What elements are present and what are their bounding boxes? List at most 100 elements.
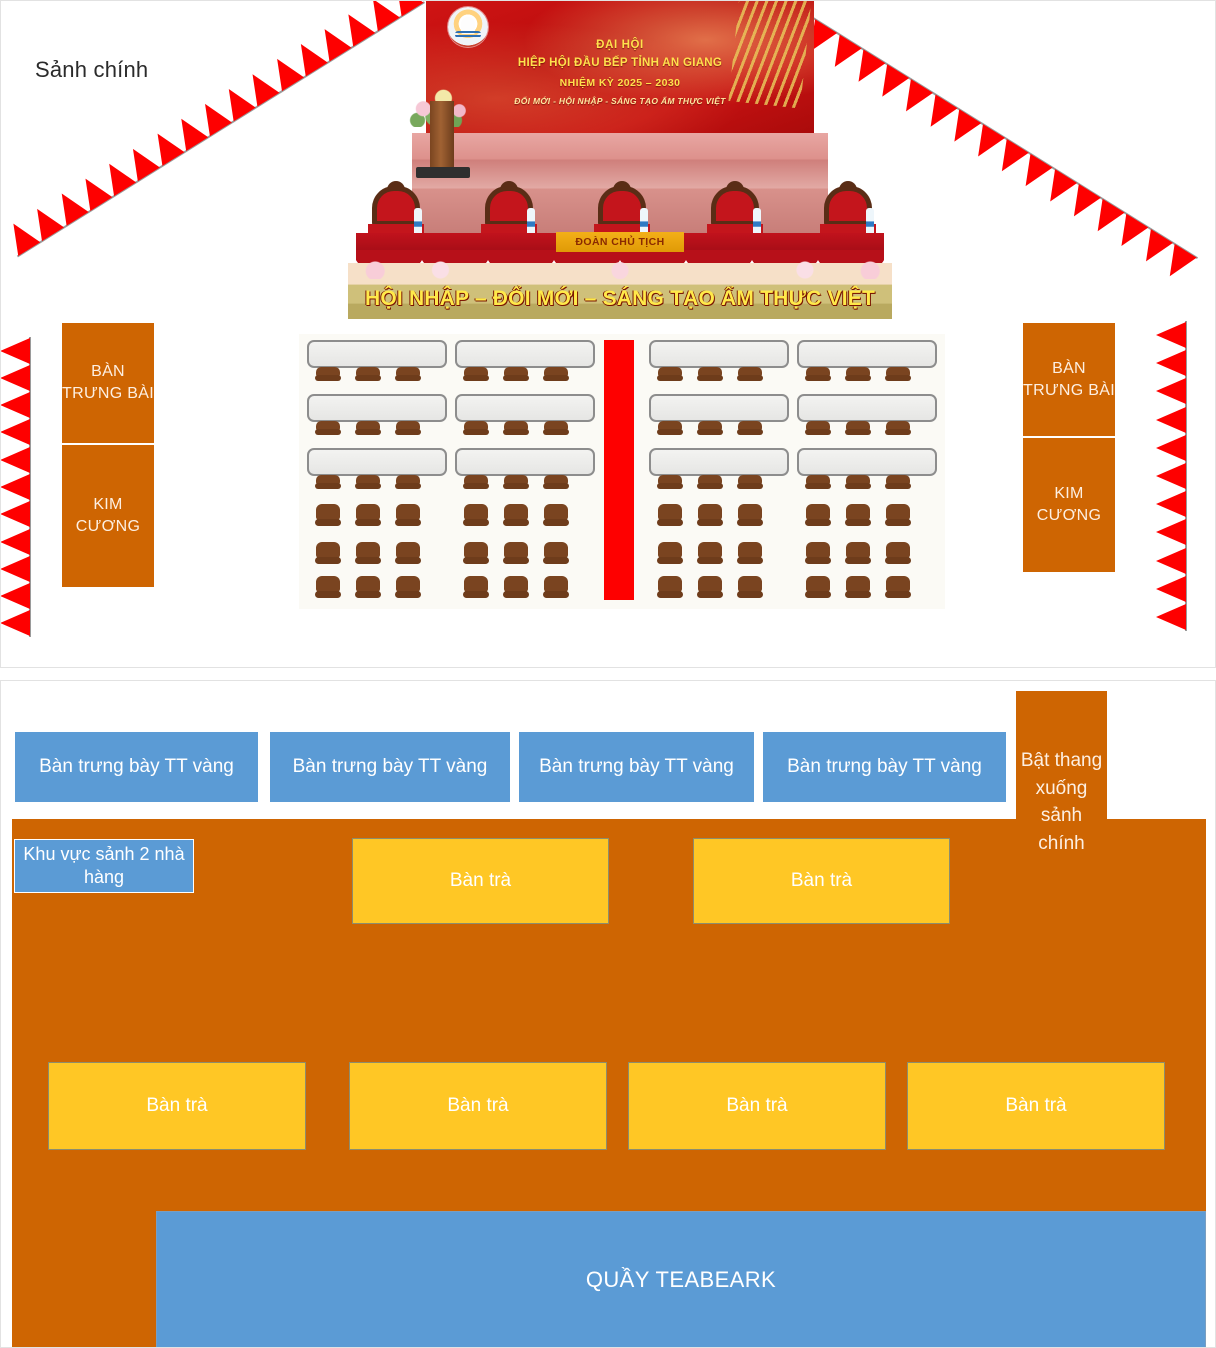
hall2-restaurant-area[interactable]: Khu vực sảnh 2 nhà hàng [14,839,194,893]
guest-chair[interactable] [315,421,341,437]
guest-chair[interactable] [503,475,529,491]
guest-table[interactable] [455,394,595,422]
guest-chair[interactable] [805,367,831,383]
guest-table[interactable] [649,394,789,422]
guest-chair[interactable] [805,475,831,491]
guest-chair[interactable] [355,542,381,566]
guest-chair[interactable] [697,475,723,491]
guest-table[interactable] [455,448,595,476]
guest-chair[interactable] [845,367,871,383]
guest-chair[interactable] [395,542,421,566]
guest-chair[interactable] [697,542,723,566]
guest-chair[interactable] [503,421,529,437]
guest-table[interactable] [307,448,447,476]
guest-chair[interactable] [737,504,763,528]
right-display-table-box[interactable]: BÀN TRƯNG BÀI [1023,323,1115,436]
left-display-table-box[interactable]: BÀN TRƯNG BÀI [62,323,154,443]
tea-table-lower-2[interactable]: Bàn trà [349,1062,607,1150]
guest-chair[interactable] [315,576,341,600]
guest-chair[interactable] [503,367,529,383]
guest-chair[interactable] [657,576,683,600]
guest-chair[interactable] [395,475,421,491]
guest-chair[interactable] [805,576,831,600]
guest-chair[interactable] [657,542,683,566]
guest-chair[interactable] [355,367,381,383]
guest-chair[interactable] [315,367,341,383]
guest-chair[interactable] [845,542,871,566]
guest-table[interactable] [307,340,447,368]
guest-chair[interactable] [395,576,421,600]
guest-chair[interactable] [463,475,489,491]
guest-chair[interactable] [697,421,723,437]
tea-table-lower-4[interactable]: Bàn trà [907,1062,1165,1150]
tea-table-upper-1[interactable]: Bàn trà [352,838,609,924]
guest-chair[interactable] [395,421,421,437]
display-table-gold-1[interactable]: Bàn trưng bày TT vàng [14,731,259,803]
guest-table[interactable] [797,340,937,368]
display-table-gold-2[interactable]: Bàn trưng bày TT vàng [269,731,511,803]
tea-table-lower-1[interactable]: Bàn trà [48,1062,306,1150]
guest-chair[interactable] [885,504,911,528]
guest-chair[interactable] [885,576,911,600]
guest-chair[interactable] [697,367,723,383]
guest-chair[interactable] [737,576,763,600]
guest-chair[interactable] [737,542,763,566]
guest-chair[interactable] [737,475,763,491]
guest-chair[interactable] [355,504,381,528]
guest-table[interactable] [649,448,789,476]
guest-chair[interactable] [805,421,831,437]
guest-chair[interactable] [503,504,529,528]
guest-chair[interactable] [315,542,341,566]
guest-chair[interactable] [395,504,421,528]
right-diamond-sponsor-box[interactable]: KIM CƯƠNG [1023,438,1115,572]
guest-chair[interactable] [463,504,489,528]
stairs-to-main-hall-note[interactable]: Bật thang xuống sảnh chính [1016,691,1107,981]
guest-chair[interactable] [805,504,831,528]
guest-chair[interactable] [463,367,489,383]
guest-chair[interactable] [885,475,911,491]
guest-chair[interactable] [543,421,569,437]
guest-chair[interactable] [697,504,723,528]
guest-chair[interactable] [657,367,683,383]
guest-table[interactable] [307,394,447,422]
guest-table[interactable] [649,340,789,368]
guest-chair[interactable] [315,475,341,491]
guest-table[interactable] [797,448,937,476]
guest-chair[interactable] [543,504,569,528]
guest-chair[interactable] [355,475,381,491]
guest-chair[interactable] [657,421,683,437]
guest-chair[interactable] [503,576,529,600]
guest-chair[interactable] [315,504,341,528]
tea-table-lower-3[interactable]: Bàn trà [628,1062,886,1150]
guest-chair[interactable] [463,542,489,566]
guest-chair[interactable] [845,576,871,600]
guest-chair[interactable] [845,475,871,491]
guest-table[interactable] [797,394,937,422]
tea-table-upper-2[interactable]: Bàn trà [693,838,950,924]
display-table-gold-4[interactable]: Bàn trưng bày TT vàng [762,731,1007,803]
guest-chair[interactable] [463,576,489,600]
guest-chair[interactable] [395,367,421,383]
guest-table[interactable] [455,340,595,368]
left-diamond-sponsor-box[interactable]: KIM CƯƠNG [62,445,154,587]
teabreak-counter[interactable]: QUẦY TEABEARK [156,1211,1206,1347]
display-table-gold-3[interactable]: Bàn trưng bày TT vàng [518,731,755,803]
guest-chair[interactable] [543,475,569,491]
guest-chair[interactable] [885,542,911,566]
guest-chair[interactable] [657,504,683,528]
guest-chair[interactable] [737,421,763,437]
guest-chair[interactable] [657,475,683,491]
guest-chair[interactable] [463,421,489,437]
guest-chair[interactable] [845,504,871,528]
guest-chair[interactable] [737,367,763,383]
guest-chair[interactable] [697,576,723,600]
guest-chair[interactable] [503,542,529,566]
guest-chair[interactable] [845,421,871,437]
guest-chair[interactable] [885,421,911,437]
guest-chair[interactable] [543,576,569,600]
guest-chair[interactable] [805,542,831,566]
guest-chair[interactable] [885,367,911,383]
guest-chair[interactable] [355,576,381,600]
guest-chair[interactable] [543,542,569,566]
guest-chair[interactable] [543,367,569,383]
